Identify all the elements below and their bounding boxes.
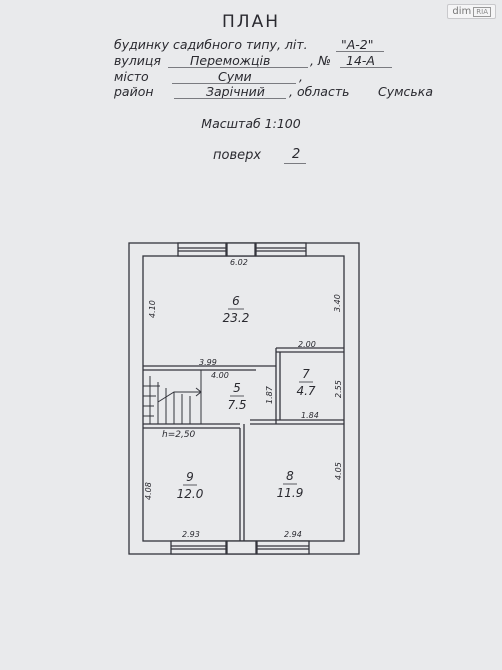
building-label: будинку садибного типу, літ. (114, 37, 308, 52)
building-value: "А-2" (341, 37, 374, 52)
room-8-number: 8 (286, 469, 294, 483)
region-label: , область (289, 84, 350, 99)
city-underline (172, 83, 296, 84)
floor-value: 2 (292, 147, 301, 162)
dim-top: 6.02 (230, 258, 248, 267)
room-6-area: 23.2 (223, 311, 250, 325)
dim-corridor-bottom: 4.00 (211, 371, 229, 380)
room-5-number: 5 (233, 381, 241, 395)
room-9-number: 9 (186, 470, 194, 484)
building-underline (336, 51, 384, 52)
dim-left-lower: 4.08 (144, 482, 153, 500)
room-8-area: 11.9 (277, 486, 304, 500)
watermark-brand: dim (452, 6, 472, 17)
dim-left-upper: 4.10 (148, 300, 157, 318)
dim-ceiling-height: h=2,50 (162, 430, 196, 440)
room-9-area: 12.0 (177, 487, 204, 501)
city-value: Суми (218, 69, 252, 84)
staircase (142, 369, 202, 425)
dim-room7-bottom: 1.84 (301, 411, 319, 420)
chimney-top (226, 242, 256, 257)
city-suffix: , (299, 69, 303, 84)
district-value: Зарічний (206, 84, 265, 99)
window-bottom-right (256, 540, 310, 555)
window-top-left (177, 242, 227, 257)
street-label: вулиця (114, 53, 161, 68)
dim-room7-right: 2.55 (334, 380, 343, 398)
region-value: Сумська (378, 84, 434, 99)
number-value: 14-А (346, 53, 375, 68)
dim-bottom-left: 2.93 (182, 530, 200, 539)
room-7-area: 4.7 (296, 384, 315, 398)
scale-label: Масштаб 1:100 (201, 116, 301, 131)
chimney-bottom (226, 540, 257, 555)
room-5-area: 7.5 (227, 398, 246, 412)
city-label: місто (114, 69, 149, 84)
watermark-badge: RIA (473, 7, 491, 17)
district-label: район (114, 84, 154, 99)
room-6-number: 6 (232, 294, 240, 308)
floor-label: поверх (213, 148, 262, 163)
district-underline (174, 98, 286, 99)
plan-title: ПЛАН (222, 12, 280, 32)
dim-bottom-right: 2.94 (284, 530, 302, 539)
dim-right-upper: 3.40 (333, 294, 342, 312)
dim-room7-top: 2.00 (298, 340, 316, 349)
street-value: Переможців (190, 53, 271, 68)
window-bottom-left (170, 540, 227, 555)
window-top-right (255, 242, 307, 257)
number-underline (340, 67, 392, 68)
dim-corridor-top: 3.99 (199, 358, 217, 367)
room-7-number: 7 (302, 367, 310, 381)
floor-underline (284, 163, 306, 164)
dim-right-lower: 4.05 (334, 462, 343, 480)
street-underline (168, 67, 308, 68)
number-label: , № (310, 53, 331, 68)
dim-corridor-right: 1.87 (265, 385, 274, 404)
